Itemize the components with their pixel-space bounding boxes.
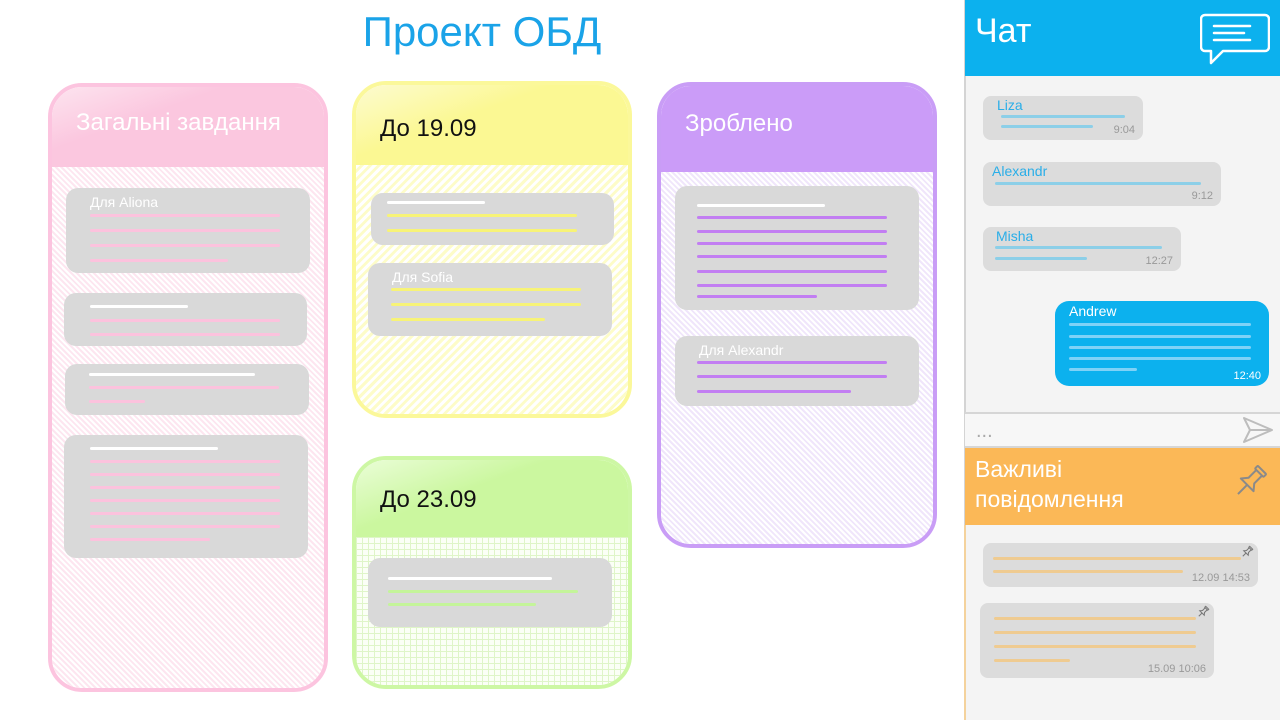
important-note[interactable]: 12.09 14:53 — [983, 543, 1258, 587]
task-card-aliona[interactable]: Для Aliona — [66, 188, 310, 273]
message-author: Liza — [997, 97, 1023, 113]
chat-message[interactable]: Alexandr 9:12 — [983, 162, 1221, 206]
board-due-2309-title: До 23.09 — [356, 460, 628, 537]
task-card[interactable] — [371, 193, 614, 245]
task-card[interactable] — [64, 435, 308, 558]
message-time: 12:27 — [1145, 255, 1173, 267]
chat-header — [965, 0, 1280, 76]
card-label: Для Aliona — [90, 194, 159, 210]
note-time: 12.09 14:53 — [1191, 572, 1250, 584]
message-time: 9:12 — [1191, 190, 1213, 202]
chat-title: Чат — [975, 12, 1032, 50]
board-due-2309: До 23.09 — [352, 456, 632, 689]
board-done: Зроблено Для Alexandr — [657, 82, 937, 548]
task-card[interactable] — [675, 186, 919, 310]
card-label: Для Sofia — [392, 269, 454, 285]
important-note[interactable]: 15.09 10:06 — [980, 603, 1214, 678]
important-title: Важливі повідомлення — [975, 456, 1124, 512]
task-card[interactable] — [368, 558, 612, 627]
note-time: 15.09 10:06 — [1147, 663, 1206, 675]
board-general: Загальні завдання Для Aliona — [48, 83, 328, 692]
pin-small-icon — [1240, 545, 1254, 559]
pin-icon[interactable] — [1230, 462, 1270, 502]
chat-message[interactable]: Liza 9:04 — [983, 96, 1143, 140]
task-card-sofia[interactable]: Для Sofia — [368, 263, 612, 336]
message-author: Alexandr — [992, 163, 1048, 179]
send-icon[interactable] — [1242, 416, 1274, 444]
task-card[interactable] — [64, 293, 307, 346]
chat-bubble-icon[interactable] — [1199, 12, 1271, 66]
important-header — [965, 448, 1280, 525]
message-input-value: ... — [976, 420, 993, 442]
message-time: 12:40 — [1233, 370, 1261, 382]
board-due-1909-title: До 19.09 — [356, 85, 628, 165]
message-input[interactable] — [965, 412, 1280, 448]
message-author: Misha — [996, 228, 1034, 244]
message-author: Andrew — [1069, 303, 1117, 319]
pin-small-icon — [1196, 605, 1210, 619]
chat-message[interactable]: Misha 12:27 — [983, 227, 1181, 271]
board-due-1909: До 19.09 Для Sofia — [352, 81, 632, 418]
board-done-title: Зроблено — [661, 86, 933, 172]
task-card-alexandr[interactable]: Для Alexandr — [675, 336, 919, 406]
card-label: Для Alexandr — [699, 342, 784, 358]
board-general-title: Загальні завдання — [52, 87, 324, 167]
chat-message-own[interactable]: Andrew 12:40 — [1055, 301, 1269, 386]
page-title: Проект ОБД — [362, 8, 602, 55]
task-card[interactable] — [65, 364, 309, 415]
message-time: 9:04 — [1113, 124, 1135, 136]
